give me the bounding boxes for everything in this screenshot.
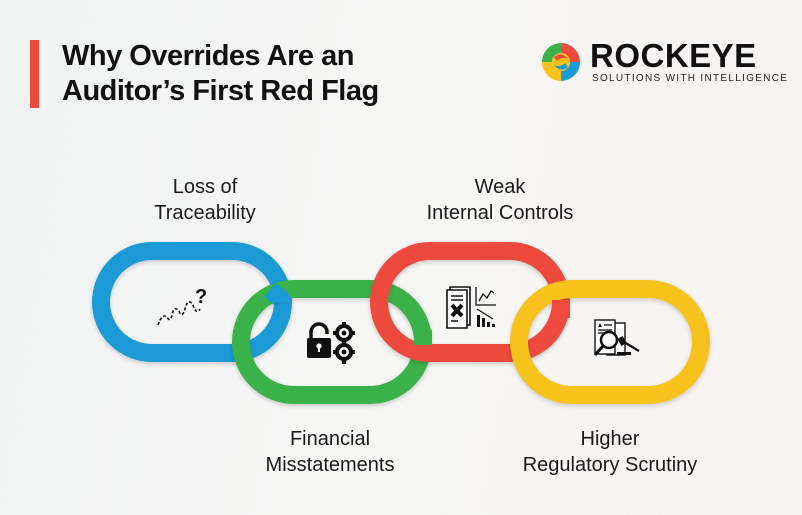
label-loss-of-traceability: Loss of Traceability — [154, 176, 256, 224]
chain-link-yellow — [510, 280, 710, 404]
title-line-1: Why Overrides Are an — [62, 40, 354, 72]
swirl-logo-icon — [542, 43, 580, 81]
title-accent-bar — [30, 40, 39, 108]
logo-tagline: SOLUTIONS WITH INTELLIGENCE — [592, 73, 789, 84]
page-title: Why Overrides Are an Auditor’s First Red… — [62, 39, 379, 109]
document-magnifier-gavel-icon — [593, 319, 640, 356]
svg-text:?: ? — [195, 286, 207, 308]
dashed-path-question-icon: ? — [157, 286, 207, 326]
unlocked-padlock-gears-icon — [307, 322, 355, 364]
label-higher-regulatory-scrutiny: Higher Regulatory Scrutiny — [522, 428, 698, 476]
rejected-document-declining-chart-icon — [446, 286, 496, 329]
label-weak-internal-controls: Weak Internal Controls — [426, 176, 574, 224]
rockeye-logo: ROCKEYE SOLUTIONS WITH INTELLIGENCE — [540, 37, 787, 90]
title-line-2: Auditor’s First Red Flag — [62, 75, 379, 107]
logo-name: ROCKEYE — [590, 37, 757, 74]
label-financial-misstatements: Financial Misstatements — [265, 428, 395, 476]
